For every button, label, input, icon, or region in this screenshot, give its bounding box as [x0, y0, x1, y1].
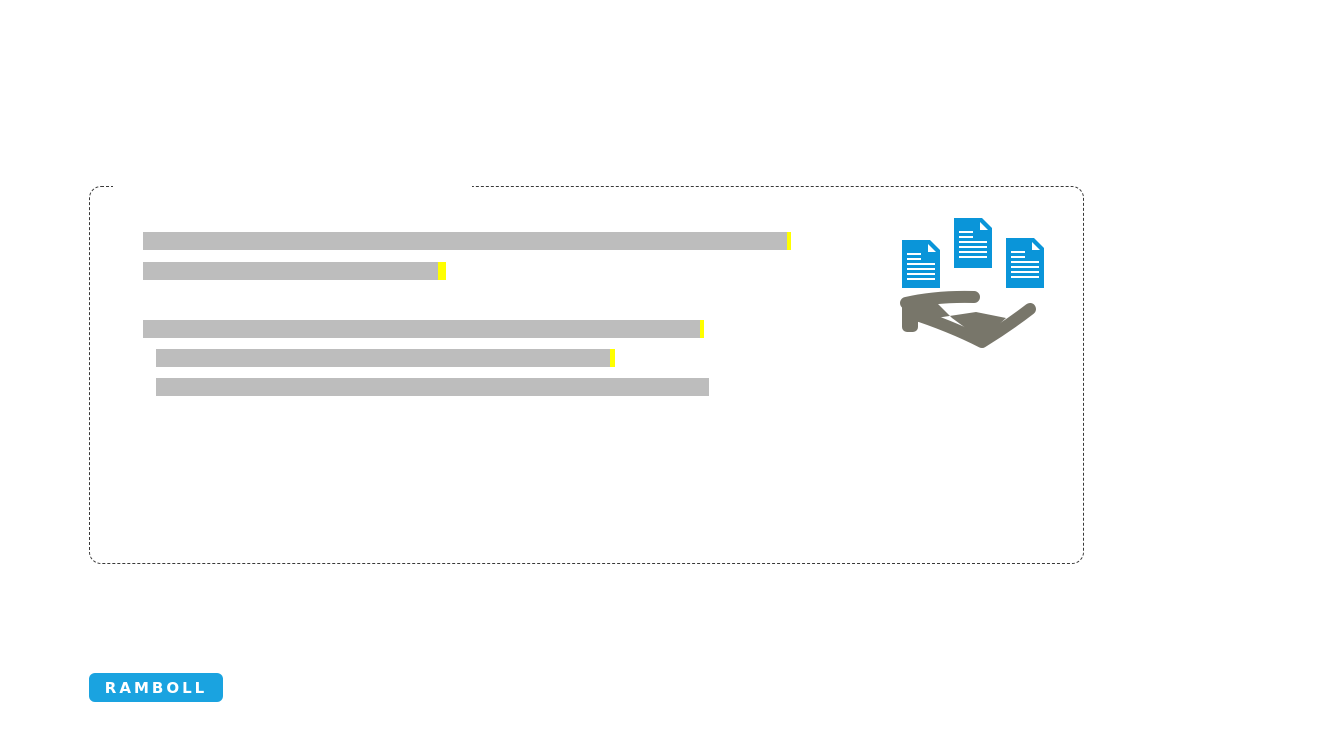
- documents-in-hand-illustration: [896, 214, 1046, 354]
- text-line-1: [143, 232, 791, 250]
- text-cursor: [700, 320, 704, 338]
- text-line-3: [143, 320, 704, 338]
- frame-title-gap: [113, 183, 472, 191]
- open-hand-icon: [900, 290, 1036, 348]
- text-line-4: [156, 349, 615, 367]
- content-frame: [89, 186, 1084, 564]
- text-cursor: [438, 262, 446, 280]
- ramboll-logo: RAMBOLL: [89, 673, 223, 702]
- text-line-5: [156, 378, 709, 396]
- document-icon: [902, 240, 940, 288]
- document-icon: [954, 218, 992, 268]
- logo-text: RAMBOLL: [104, 678, 208, 697]
- text-line-2: [143, 262, 446, 280]
- document-icon: [1006, 238, 1044, 288]
- text-cursor: [610, 349, 615, 367]
- text-cursor: [787, 232, 791, 250]
